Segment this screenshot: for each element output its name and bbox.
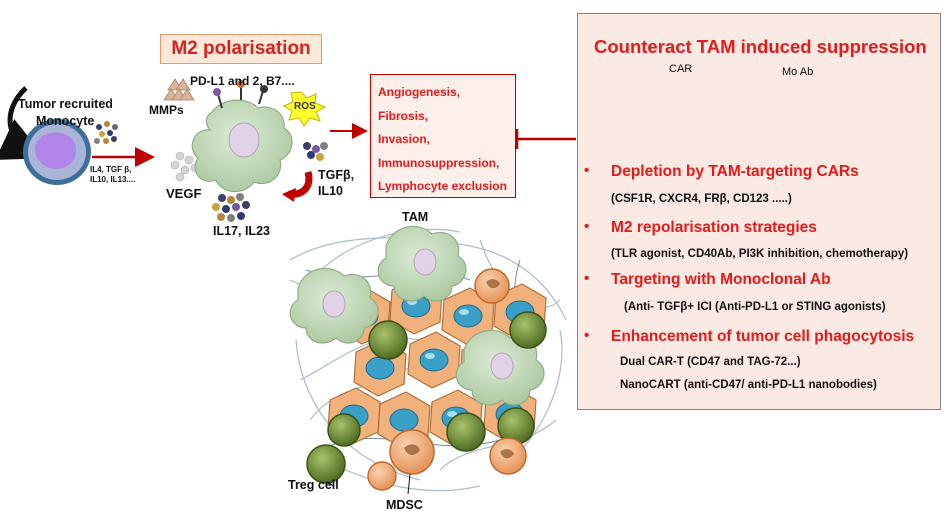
- il17-dots: [212, 193, 250, 222]
- tgfb-label-line2: IL10: [318, 184, 344, 198]
- panel-title: Counteract TAM induced suppression: [594, 36, 927, 57]
- vegf-label: VEGF: [166, 186, 202, 201]
- monocyte-cell: [23, 119, 91, 185]
- m2-macrophage: [191, 80, 293, 193]
- tumor-microenvironment: [289, 225, 567, 495]
- tgfb-dots: [303, 142, 328, 161]
- mdsc-label: MDSC: [386, 498, 423, 512]
- strategy-detail: (TLR agonist, CD40Ab, PI3K inhibition, c…: [611, 248, 909, 260]
- feedback-arrow: [282, 188, 296, 202]
- monocyte-label-line1: Tumor recruited: [18, 97, 113, 111]
- strategy-heading: Depletion by TAM-targeting CARs: [611, 163, 859, 180]
- strategy-detail: Dual CAR-T (CD47 and TAG-72...): [620, 356, 801, 368]
- effect-item: Invasion,: [378, 132, 431, 146]
- effect-item: Fibrosis,: [378, 108, 429, 123]
- effect-item: Angiogenesis,: [378, 85, 461, 99]
- mmps-label: MMPs: [149, 103, 184, 117]
- strategy-detail: (CSF1R, CXCR4, FRβ, CD123 .....): [611, 193, 792, 205]
- bullet-marker: •: [584, 327, 590, 344]
- tam-label: TAM: [402, 210, 429, 224]
- monocyte-label-line2: Monocyte: [36, 114, 95, 128]
- strategy-detail: NanoCART (anti-CD47/ anti-PD-L1 nanobodi…: [620, 379, 877, 391]
- strategy-heading: Targeting with Monoclonal Ab: [611, 271, 831, 288]
- monocyte-cytokines-line1: IL4, TGF β,: [90, 165, 132, 174]
- strategy-heading: M2 repolarisation strategies: [611, 219, 817, 236]
- cytokine-dots: [94, 121, 118, 144]
- monocyte-cytokines-line2: IL10, IL13....: [90, 175, 136, 184]
- bullet-marker: •: [584, 218, 590, 235]
- surface-markers-label: PD-L1 and 2, B7....: [190, 74, 295, 88]
- strategy-heading: Enhancement of tumor cell phagocytosis: [611, 328, 915, 345]
- strategy-panel: [577, 13, 941, 410]
- treg-label: Treg cell: [288, 478, 339, 492]
- effects-box: Angiogenesis, Fibrosis, Invasion, Immuno…: [370, 74, 516, 198]
- effect-item: Lymphocyte exclusion: [378, 179, 507, 193]
- m2-polarisation-box: M2 polarisation: [160, 34, 322, 64]
- ros-label: ROS: [294, 101, 316, 112]
- bullet-marker: •: [584, 270, 590, 287]
- bullet-marker: •: [584, 162, 590, 179]
- tgfb-label-line1: TGFβ,: [318, 168, 355, 182]
- ros-burst: [282, 91, 327, 127]
- moab-label: Mo Ab: [782, 66, 814, 78]
- car-label: CAR: [669, 63, 693, 75]
- strategy-detail: (Anti- TGFβ+ ICI (Anti-PD-L1 or STING ag…: [624, 301, 886, 313]
- effect-item: Immunosuppression,: [378, 155, 500, 170]
- il17-label: IL17, IL23: [213, 224, 270, 238]
- mmps-icon: [163, 78, 195, 101]
